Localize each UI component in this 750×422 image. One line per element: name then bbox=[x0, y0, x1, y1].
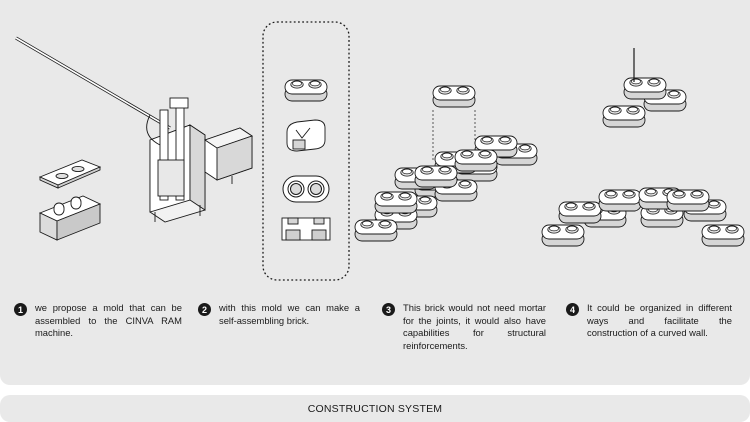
reinforced-brick-stack bbox=[602, 48, 687, 128]
step-description: This brick would not need mortar for the… bbox=[403, 302, 546, 351]
brick-section-view bbox=[281, 217, 331, 241]
step-description: we propose a mold that can be assembled … bbox=[35, 302, 182, 339]
brick-part bbox=[284, 79, 328, 102]
footer-bar: CONSTRUCTION SYSTEM bbox=[0, 395, 750, 422]
mold-parts-frame bbox=[262, 21, 350, 281]
step-4: 4 It could be organized in different way… bbox=[566, 302, 732, 340]
step-description: with this mold we can make a self-assemb… bbox=[219, 302, 360, 326]
step-number-badge: 4 bbox=[566, 303, 579, 316]
footer-label: CONSTRUCTION SYSTEM bbox=[307, 402, 443, 415]
step-number-badge: 3 bbox=[382, 303, 395, 316]
step-number-badge: 2 bbox=[198, 303, 211, 316]
curved-brick-wall bbox=[541, 187, 745, 247]
mold-plate bbox=[38, 159, 102, 189]
step-number-badge: 1 bbox=[14, 303, 27, 316]
cinva-ram-machine bbox=[15, 36, 254, 223]
brick-top-view bbox=[282, 175, 330, 203]
step-3: 3 This brick would not need mortar for t… bbox=[382, 302, 546, 352]
step-1: 1 we propose a mold that can be assemble… bbox=[14, 302, 182, 340]
mold-cut-part bbox=[286, 119, 326, 152]
construction-illustrations bbox=[15, 21, 745, 281]
step-description: It could be organized in different ways … bbox=[587, 302, 732, 339]
mold-box bbox=[38, 195, 102, 241]
step-2: 2 with this mold we can make a self-asse… bbox=[198, 302, 360, 327]
stacked-brick-wall bbox=[354, 85, 538, 242]
